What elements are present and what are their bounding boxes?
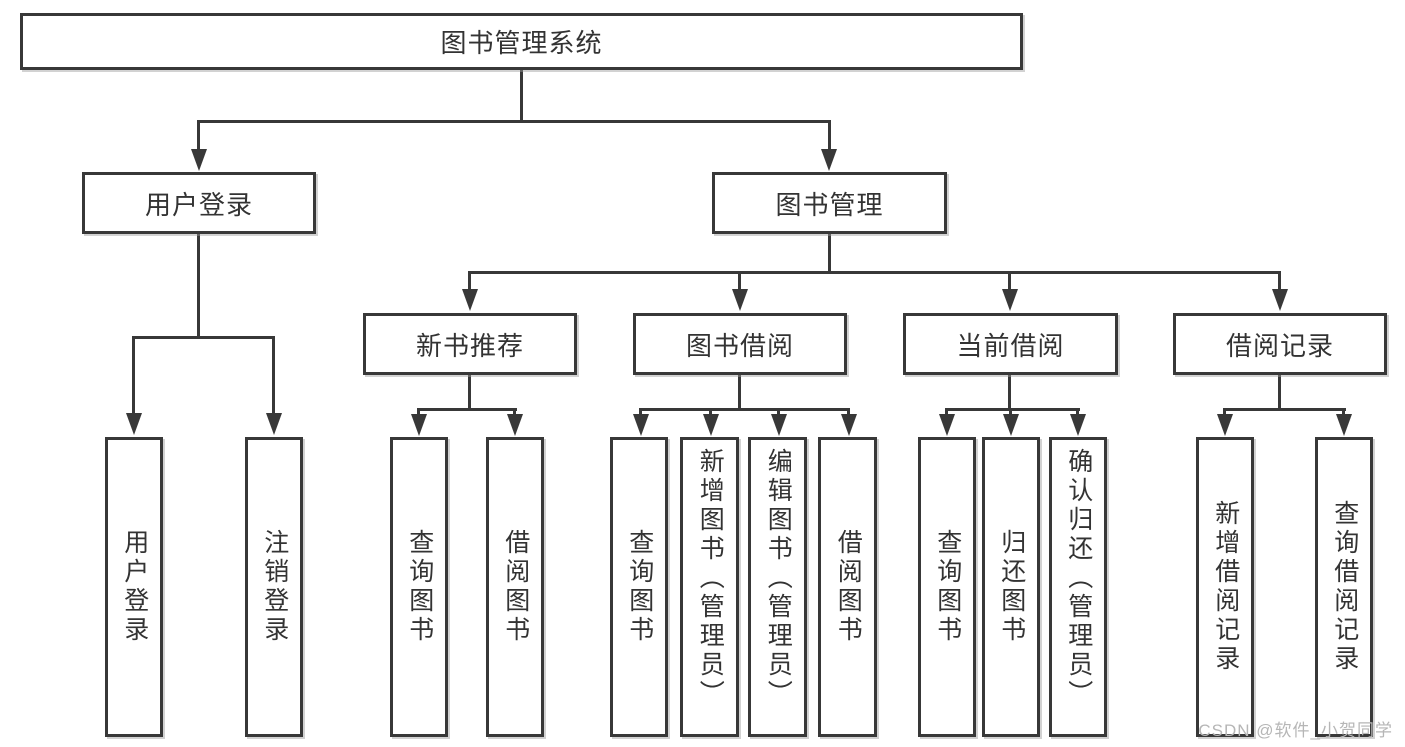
arrowhead-leaf-add-books [703,414,719,436]
leaf-query-books-recommend: 查询图书 [390,437,448,737]
connector-current-borrowing-drop [1008,271,1011,291]
connector-user-login-drop [197,121,200,151]
leaf-add-books-admin: 新增图书（管理员） [680,437,739,737]
connector-leaf-query-borrowing-drop [639,408,642,417]
leaf-confirm-return-admin-label: 确认归还（管理员） [1064,448,1093,709]
node-book-management-label: 图书管理 [775,189,884,220]
connector-user-login-bar [132,336,275,339]
csdn-watermark: CSDN @软件_小贺同学 [1198,721,1393,740]
leaf-logout-label: 注销登录 [260,529,289,645]
connector-leaf-confirm-return-drop [1076,408,1079,417]
node-new-book-recommend-label: 新书推荐 [415,330,524,361]
connector-book-management-stem [828,234,831,272]
connector-leaf-query-record-drop [1342,408,1345,417]
node-user-login-label: 用户登录 [144,189,253,220]
connector-book-borrowing-drop [738,271,741,291]
arrowhead-book-borrowing [732,289,748,311]
arrowhead-leaf-return-books [1003,414,1019,436]
connector-root-stem [520,70,523,122]
arrowhead-leaf-query-record [1336,414,1352,436]
leaf-query-books-current: 查询图书 [918,437,976,737]
leaf-query-books-borrowing: 查询图书 [610,437,668,737]
node-root: 图书管理系统 [20,13,1023,70]
arrowhead-leaf-query-current [939,414,955,436]
connector-leaf-return-books-drop [1009,408,1012,417]
leaf-add-borrow-record: 新增借阅记录 [1196,437,1254,737]
connector-leaf-edit-books-drop [777,408,780,417]
leaf-query-borrow-record-label: 查询借阅记录 [1330,500,1359,674]
node-new-book-recommend: 新书推荐 [363,313,577,375]
connector-leaf-add-books-drop [709,408,712,417]
connector-borrowing-records-fan-bar [1223,408,1346,411]
node-book-management: 图书管理 [712,172,947,234]
connector-leaf-query-current-drop [945,408,948,417]
leaf-borrow-books-borrowing-label: 借阅图书 [834,529,863,645]
node-book-borrowing: 图书借阅 [633,313,847,375]
connector-new-book-bar [417,408,517,411]
connector-new-book-stem [468,375,471,409]
connector-leaf-add-record-drop [1223,408,1226,417]
leaf-edit-books-admin: 编辑图书（管理员） [748,437,807,737]
arrowhead-new-book [462,289,478,311]
leaf-borrow-books-borrowing: 借阅图书 [818,437,877,737]
node-book-borrowing-label: 图书借阅 [685,330,794,361]
connector-current-borrowing-stem [1008,375,1011,409]
leaf-logout: 注销登录 [245,437,303,737]
arrowhead-book-management [821,149,837,171]
arrowhead-leaf-logout [266,413,282,435]
arrowhead-user-login [191,149,207,171]
arrowhead-leaf-query-borrowing [633,414,649,436]
connector-current-borrowing-fan-bar [945,408,1080,411]
arrowhead-leaf-add-record [1217,414,1233,436]
connector-book-management-bar [468,271,1281,274]
connector-user-login-stem [197,234,200,337]
arrowhead-borrowing-records [1272,289,1288,311]
node-current-borrowing: 当前借阅 [903,313,1118,375]
leaf-add-borrow-record-label: 新增借阅记录 [1211,500,1240,674]
leaf-confirm-return-admin: 确认归还（管理员） [1049,437,1107,737]
connector-new-book-drop [468,271,471,291]
arrowhead-leaf-borrow-books [841,414,857,436]
arrowhead-leaf-edit-books [771,414,787,436]
node-user-login: 用户登录 [82,172,316,234]
arrowhead-leaf-borrow-recommend [507,414,523,436]
arrowhead-leaf-confirm-return [1070,414,1086,436]
leaf-user-login-label: 用户登录 [120,529,149,645]
connector-book-borrowing-stem [738,375,741,409]
leaf-return-books-label: 归还图书 [997,529,1026,645]
connector-root-bar [197,120,831,123]
arrowhead-current-borrowing [1002,289,1018,311]
leaf-borrow-books-recommend: 借阅图书 [486,437,544,737]
leaf-query-books-current-label: 查询图书 [933,529,962,645]
connector-borrowing-records-stem [1278,375,1281,409]
leaf-add-books-admin-label: 新增图书（管理员） [696,448,725,709]
connector-book-management-drop [828,121,831,151]
node-borrowing-records: 借阅记录 [1173,313,1387,375]
connector-book-borrowing-fan-bar [639,408,850,411]
leaf-edit-books-admin-label: 编辑图书（管理员） [764,448,793,709]
connector-leaf-borrow-books-drop [847,408,850,417]
leaf-query-books-recommend-label: 查询图书 [405,529,434,645]
leaf-query-borrow-record: 查询借阅记录 [1315,437,1373,737]
connector-borrowing-records-drop [1278,271,1281,291]
leaf-borrow-books-recommend-label: 借阅图书 [501,529,530,645]
connector-leaf-logout-drop [272,336,275,415]
connector-leaf-borrow-recommend-drop [513,408,516,417]
arrowhead-leaf-user-login [126,413,142,435]
leaf-query-books-borrowing-label: 查询图书 [625,529,654,645]
leaf-return-books: 归还图书 [982,437,1040,737]
node-borrowing-records-label: 借阅记录 [1225,330,1334,361]
node-current-borrowing-label: 当前借阅 [956,330,1065,361]
connector-leaf-query-recommend-drop [417,408,420,417]
leaf-user-login: 用户登录 [105,437,163,737]
arrowhead-leaf-query-recommend [411,414,427,436]
connector-leaf-user-login-drop [132,336,135,415]
node-root-label: 图书管理系统 [440,28,603,58]
